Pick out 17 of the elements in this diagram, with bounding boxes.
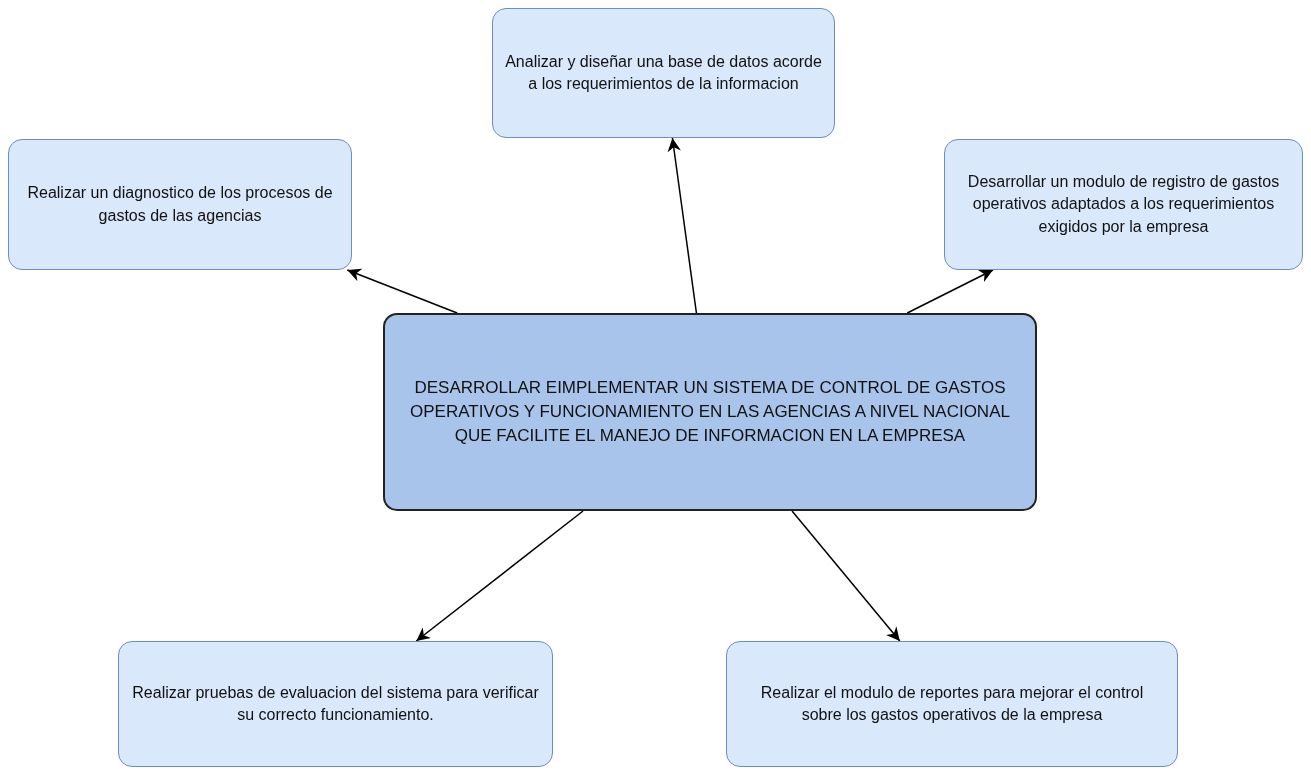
objective-text: Realizar un diagnostico de los procesos de gastos de las agencias [26,183,334,226]
objective-box [944,139,1303,270]
objective-text: Realizar pruebas de evaluacion del sistema para verificar su correcto funcionamiento. [131,682,540,725]
arrow [667,137,698,314]
arrow [906,269,994,314]
objective-text: Desarrollar un modulo de registro de gastos operativos adaptados a los requerimientos exigidos por la empresa [966,171,1281,237]
central-objective-box [383,313,1037,511]
arrow [415,510,584,642]
arrow [791,510,901,642]
objective-box [726,641,1178,767]
objective-text: Realizar el modulo de reportes para mejorar el control sobre los gastos operativos de la empresa [759,682,1145,725]
objective-box [8,139,352,270]
objective-text: Analizar y diseñar una base de datos acorde a los requerimientos de la informacion [505,51,822,94]
objective-title: DESARROLLAR EIMPLEMENTAR UN SISTEMA DE CONTROL DE GASTOS OPERATIVOS Y FUNCIONAMIENTO EN LAS AGENCIAS A NIVEL NACIONAL QUE FACILITE EL MANEJO DE INFORMACION EN LA EMPRESA [409,377,1011,447]
objective-box [118,641,553,767]
objective-box [492,8,835,138]
arrow [346,268,458,314]
